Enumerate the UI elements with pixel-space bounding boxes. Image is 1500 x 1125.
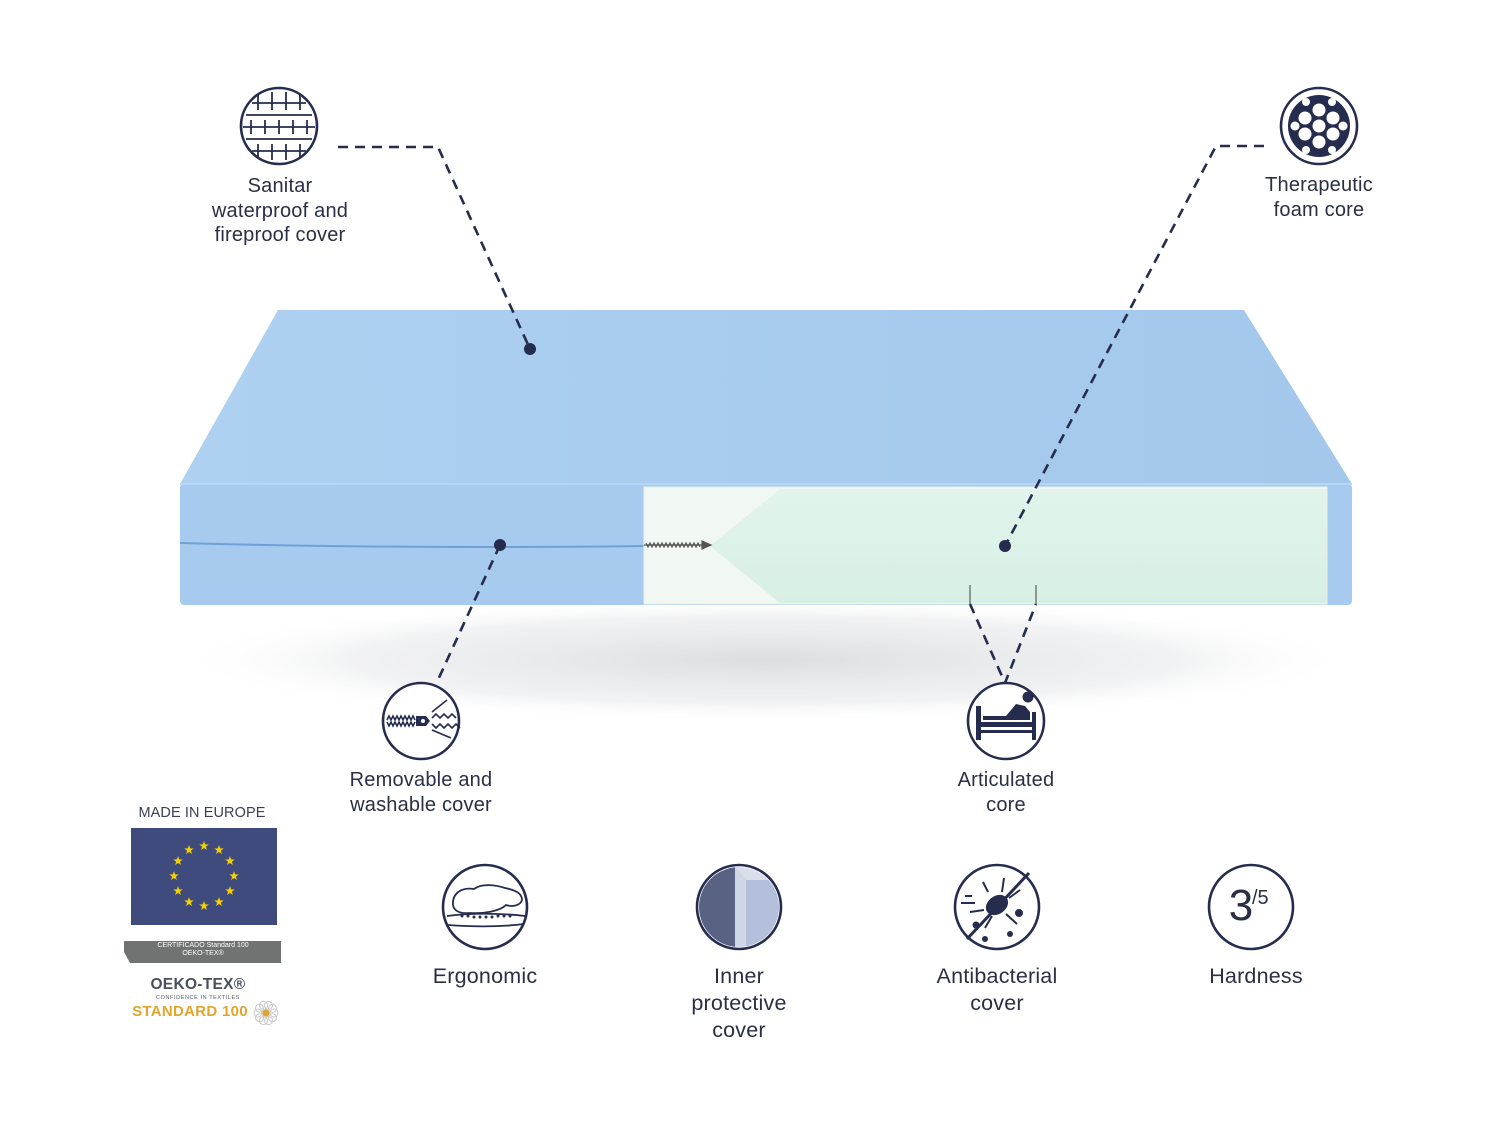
eu-star (214, 896, 224, 907)
oeko-petal (253, 1008, 263, 1018)
eu-star (184, 896, 194, 907)
no-bacteria-icon (953, 863, 1041, 951)
eu-star (199, 841, 209, 851)
eu-star (173, 856, 183, 866)
eu-star (184, 845, 194, 855)
callout-removable-label: Removable and washable cover (349, 769, 493, 816)
mattress (179, 310, 1352, 605)
zipper-icon (381, 681, 461, 761)
certificate-band (124, 941, 281, 963)
hardness-scale: /5 (1252, 887, 1269, 909)
callout-therapeutic-label: Therapeutic foam core (1265, 174, 1373, 221)
feature-inner-cover-label: Inner protective cover (691, 964, 787, 1042)
oeko-petal (255, 1013, 265, 1023)
eu-star (199, 901, 209, 911)
zipper-seam (179, 542, 645, 548)
foam-cells-icon (1279, 86, 1359, 166)
body-contour-icon (441, 863, 529, 951)
fabric-weave-icon (239, 86, 319, 166)
feature-hardness-label: Hardness (1209, 964, 1303, 988)
hardness-value: 3 (1228, 881, 1254, 930)
oeko-petal (259, 1000, 269, 1010)
eu-star (169, 871, 179, 881)
oeko-tex-standard: STANDARD 100 (132, 1003, 248, 1020)
foam-core (710, 489, 1327, 603)
oeko-petal (267, 1003, 277, 1013)
eu-star (229, 871, 239, 881)
oeko-petal (269, 1008, 279, 1018)
mattress-top-surface (180, 310, 1352, 484)
eu-star (214, 845, 224, 855)
feature-ergonomic-label: Ergonomic (432, 964, 538, 988)
mattress-shadow (175, 598, 1355, 722)
oeko-tex-flower-icon (253, 1000, 279, 1026)
leader-dots (494, 343, 1011, 552)
oeko-tex-name: OEKO-TEX® (150, 976, 246, 993)
layered-cover-icon (695, 863, 783, 951)
callout-sanitar-label: Sanitar waterproof and fireproof cover (211, 175, 349, 246)
oeko-petal (263, 1016, 273, 1026)
eu-star (173, 886, 183, 896)
feature-antibacterial-label: Antibacterial cover (936, 964, 1058, 1015)
eu-flag-icon (131, 828, 277, 925)
made-in-europe-label: MADE IN EUROPE (138, 805, 266, 821)
oeko-tex-tagline: CONFIDENCE IN TEXTILES (156, 995, 240, 1001)
certificate-band-text: CERTIFICADO Standard 100 OEKO-TEX® (157, 942, 249, 957)
eu-star (225, 886, 235, 896)
callout-articulated-label: Articulated core (957, 769, 1055, 816)
hospital-bed-icon (966, 681, 1046, 761)
eu-star (225, 856, 235, 866)
zipper-teeth (644, 540, 713, 550)
hardness-rating-icon (1207, 863, 1295, 951)
